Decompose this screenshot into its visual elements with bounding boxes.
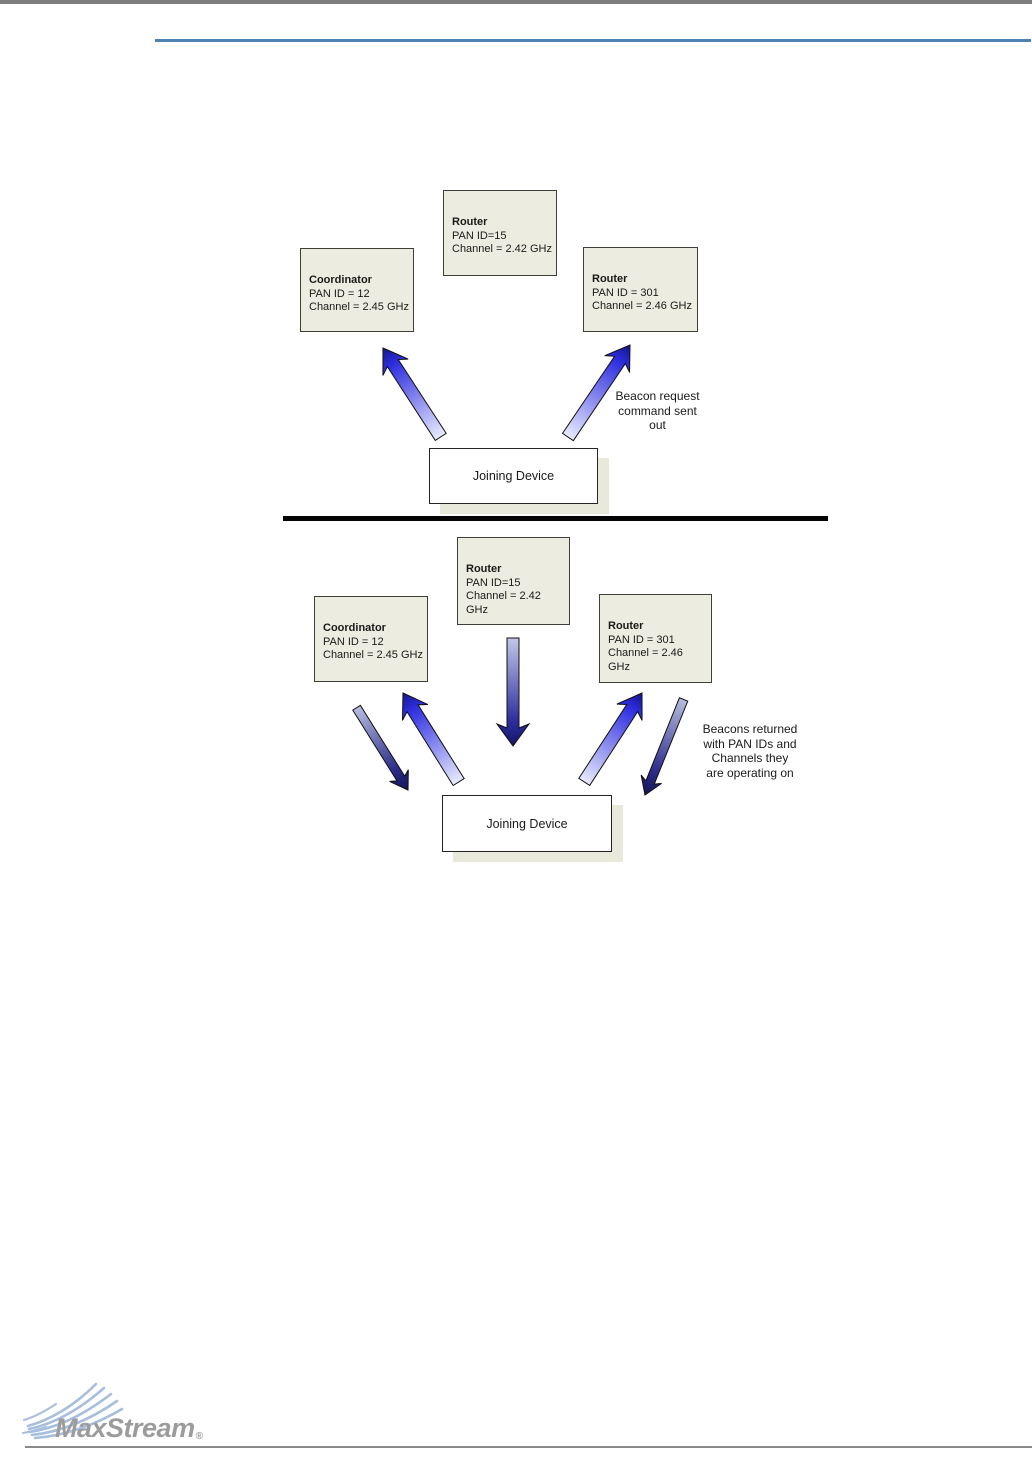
window-top-edge [0,0,1032,4]
maxstream-logo-text: MaxStream [55,1413,195,1443]
node-coordinator-1: Coordinator PAN ID = 12 Channel = 2.45 G… [300,248,414,332]
node-router-right-2: Router PAN ID = 301 Channel = 2.46 GHz [599,594,712,683]
node-router-top-1: Router PAN ID=15 Channel = 2.42 GHz [443,190,557,276]
beacon-arrow-up-left [401,692,465,787]
node-pan-id: PAN ID = 301 [592,286,659,299]
node-channel: Channel = 2.46 GHz [608,647,683,673]
beacon-request-arrow-left [382,347,447,442]
node-pan-id: PAN ID=15 [452,229,507,242]
node-pan-id: PAN ID = 301 [608,633,675,646]
node-channel: Channel = 2.46 GHz [592,300,692,312]
joining-device-label: Joining Device [472,469,555,483]
node-title: Router [452,216,488,228]
section-divider [283,516,828,521]
beacon-response-arrow-far-right [640,697,689,796]
maxstream-swoosh-icon [22,1382,124,1440]
node-coordinator-2: Coordinator PAN ID = 12 Channel = 2.45 G… [314,596,428,682]
beacon-arrow-center-down [495,637,531,747]
node-title: Coordinator [309,274,372,286]
beacon-response-annotation: Beacons returned with PAN IDs and Channe… [702,722,798,780]
beacon-request-annotation: Beacon request command sent out [615,389,700,432]
node-channel: Channel = 2.42 GHz [452,243,552,255]
maxstream-logo: MaxStream® [55,1413,203,1444]
joining-device-box-1: Joining Device [429,448,598,504]
node-title: Coordinator [323,622,386,634]
registered-trademark-symbol: ® [195,1431,203,1442]
node-router-top-2: Router PAN ID=15 Channel = 2.42 GHz [457,537,570,625]
header-rule [155,39,1031,42]
node-pan-id: PAN ID=15 [466,576,521,589]
node-title: Router [608,620,644,632]
joining-device-label: Joining Device [486,816,568,831]
beacon-response-arrow-far-left [352,704,409,791]
node-title: Router [592,273,628,285]
node-router-right-1: Router PAN ID = 301 Channel = 2.46 GHz [583,247,698,332]
footer-rule [25,1446,1032,1448]
node-title: Router [466,563,502,575]
node-channel: Channel = 2.42 GHz [466,590,541,616]
node-pan-id: PAN ID = 12 [323,635,384,648]
joining-device-box-2: Joining Device [442,795,612,852]
beacon-arrow-up-right [578,692,643,787]
node-channel: Channel = 2.45 GHz [323,649,423,661]
node-pan-id: PAN ID = 12 [309,287,370,300]
node-channel: Channel = 2.45 GHz [309,301,409,313]
